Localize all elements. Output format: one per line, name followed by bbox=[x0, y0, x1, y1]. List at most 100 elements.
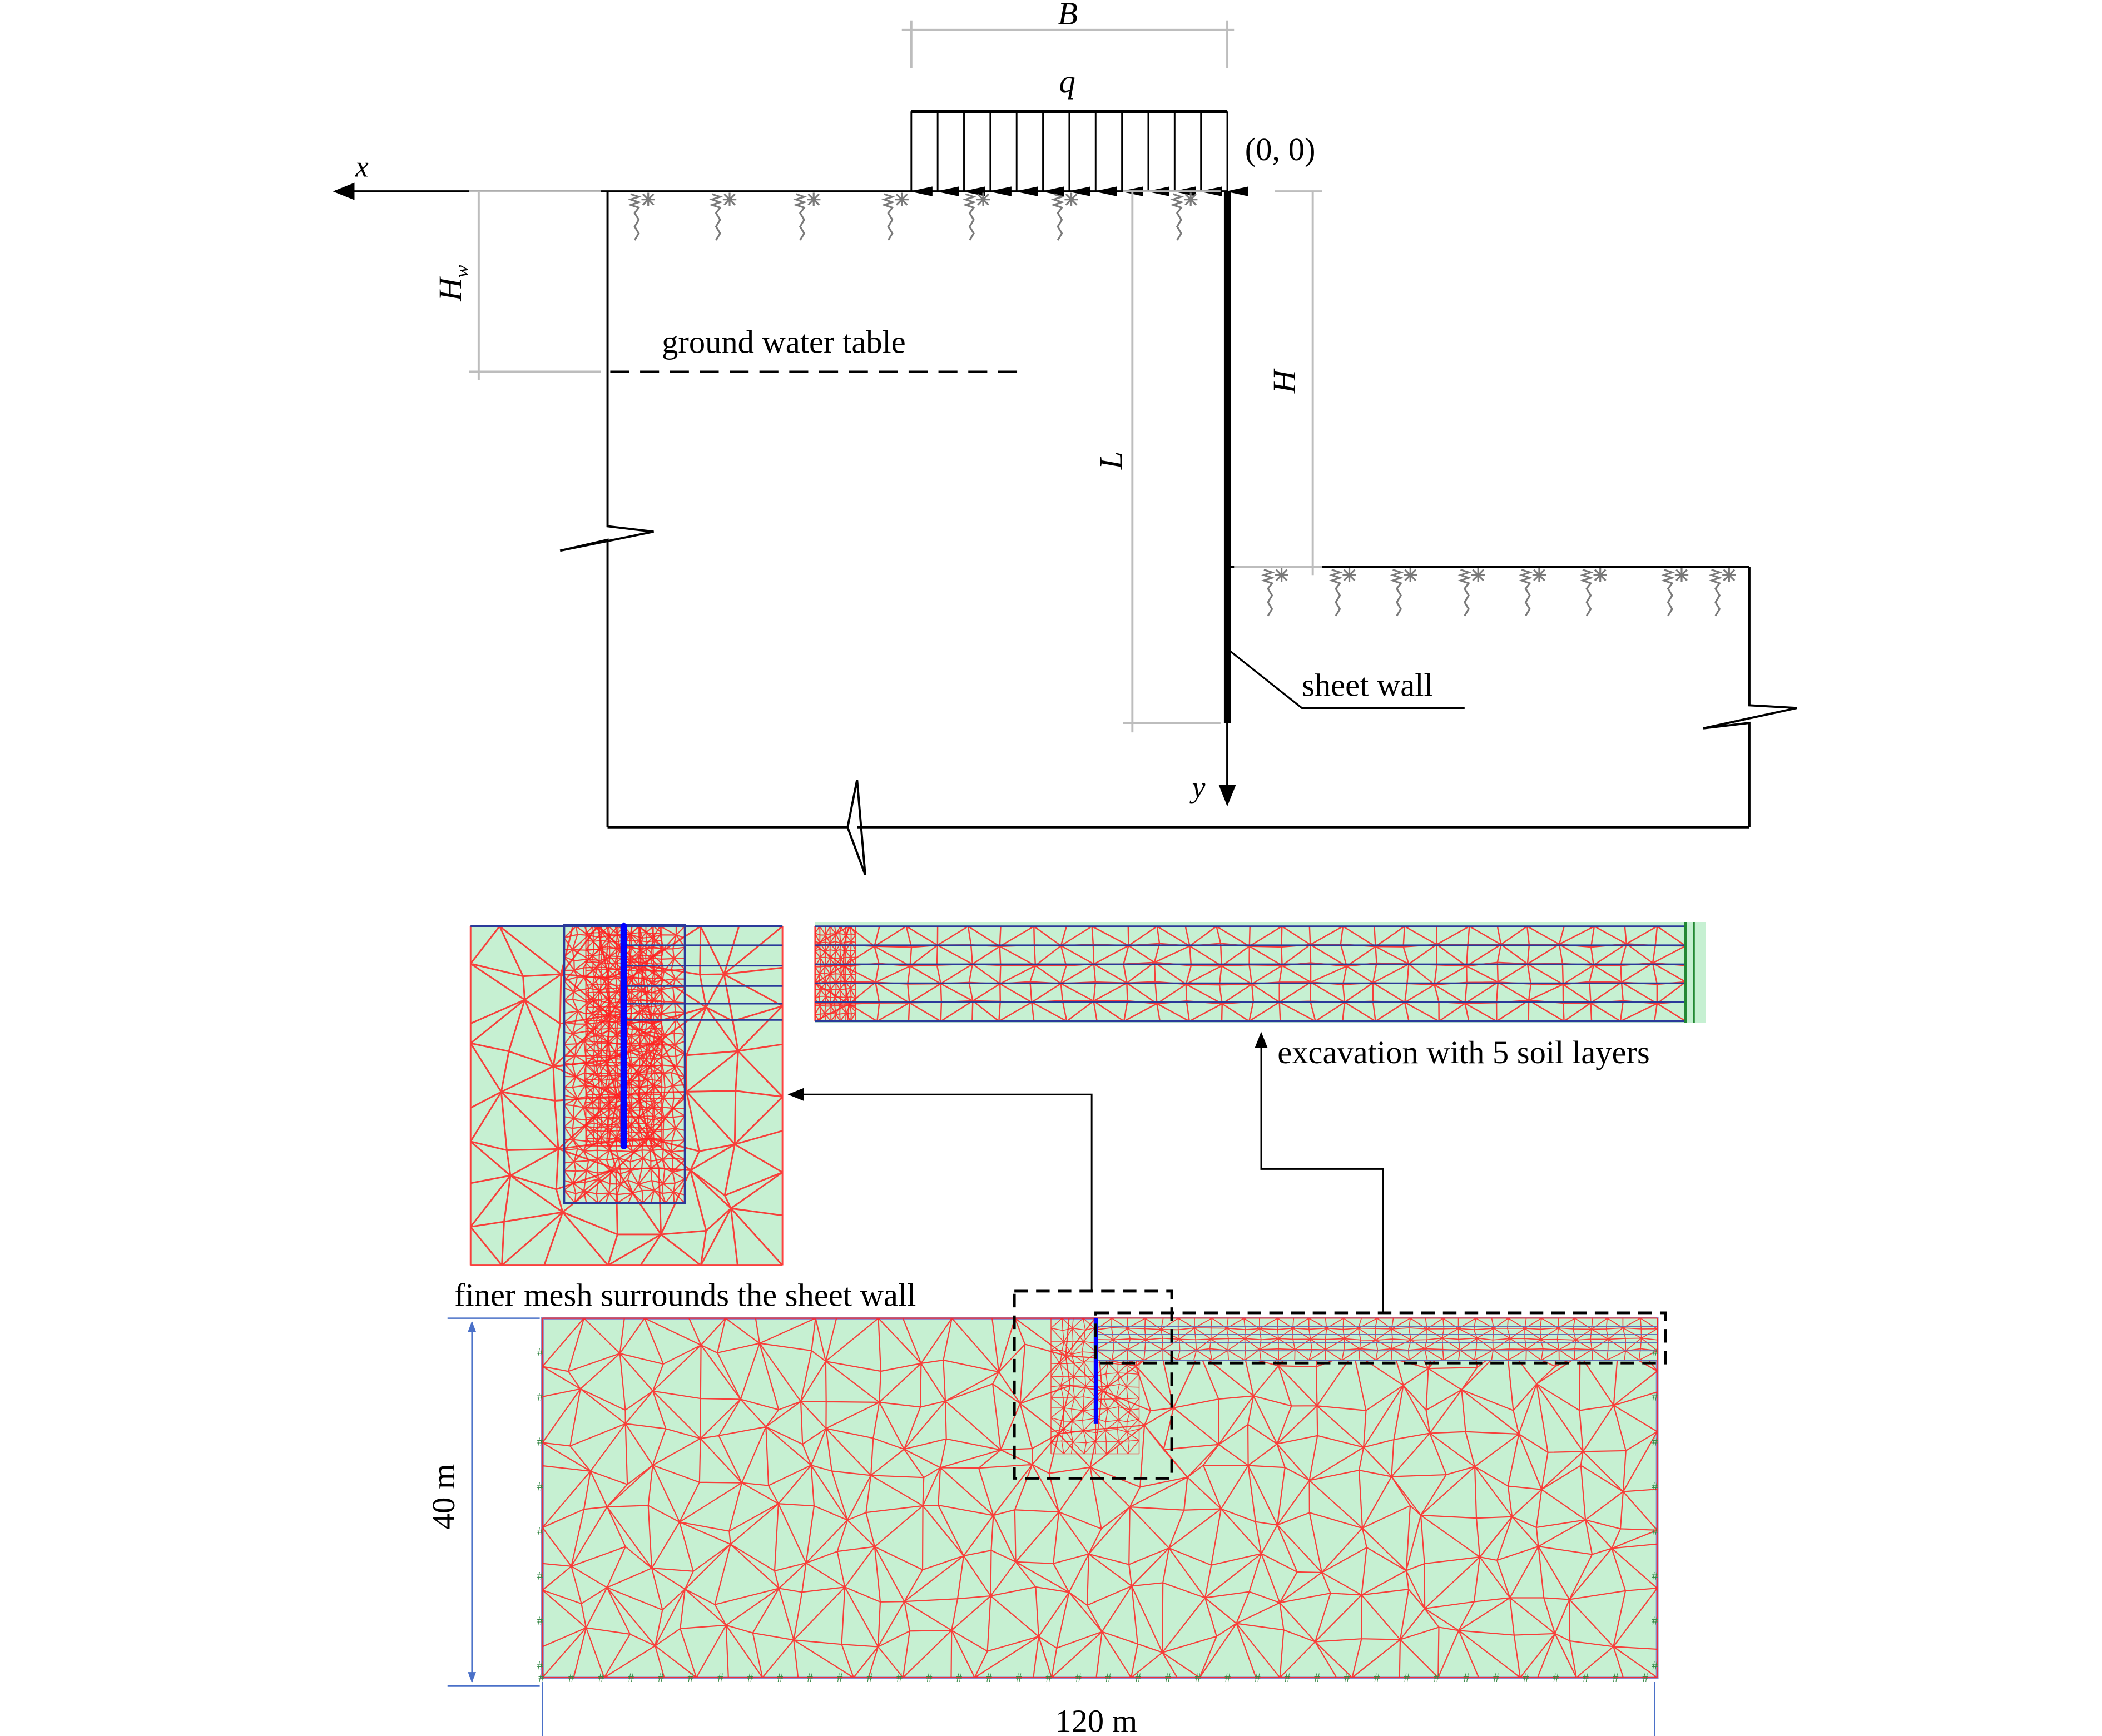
fixed-support-icon: # bbox=[628, 1670, 634, 1684]
fixed-support-icon: # bbox=[538, 1670, 544, 1684]
soil-spring-icon bbox=[1519, 568, 1546, 617]
fixed-support-icon: # bbox=[926, 1670, 933, 1684]
water-depth-dimension bbox=[469, 190, 601, 380]
roller-support-icon: # bbox=[537, 1569, 543, 1583]
fixed-support-icon: # bbox=[896, 1670, 903, 1684]
height-dimension bbox=[447, 1317, 540, 1687]
origin-label: (0, 0) bbox=[1245, 131, 1316, 167]
soil-spring-icon bbox=[1050, 192, 1078, 241]
soil-spring-icon bbox=[1328, 568, 1356, 617]
roller-support-icon: # bbox=[1652, 1390, 1658, 1403]
excavation-depth-label: H bbox=[1266, 368, 1302, 394]
load-width-label: B bbox=[1058, 0, 1078, 32]
left-boundary bbox=[559, 191, 654, 827]
roller-support-icon: # bbox=[537, 1479, 543, 1493]
soil-spring-icon bbox=[1261, 568, 1288, 617]
fixed-support-icon: # bbox=[568, 1670, 574, 1684]
roller-support-icon: # bbox=[1652, 1345, 1658, 1359]
fixed-support-icon: # bbox=[1105, 1670, 1112, 1684]
y-axis-label: y bbox=[1189, 771, 1206, 804]
soil-spring-icon bbox=[1390, 568, 1417, 617]
distributed-load bbox=[909, 110, 1249, 196]
roller-support-icon: # bbox=[1652, 1524, 1658, 1538]
roller-support-icon: # bbox=[1652, 1569, 1658, 1583]
soil-spring-icon bbox=[1661, 568, 1689, 617]
wall-length-label: L bbox=[1093, 451, 1129, 470]
fixed-support-icon: # bbox=[1314, 1670, 1320, 1684]
fixed-support-icon: # bbox=[1434, 1670, 1440, 1684]
fixed-support-icon: # bbox=[1195, 1670, 1201, 1684]
soil-spring-icon bbox=[627, 192, 655, 241]
load-label: q bbox=[1059, 63, 1075, 100]
fixed-support-icon: # bbox=[1344, 1670, 1350, 1684]
roller-support-icon: # bbox=[537, 1614, 543, 1628]
roller-support-icon: # bbox=[1652, 1435, 1658, 1449]
excavation-pointer bbox=[1255, 1031, 1384, 1313]
fixed-support-icon: # bbox=[1613, 1670, 1619, 1684]
fixed-support-icon: # bbox=[837, 1670, 843, 1684]
wall-leader-line bbox=[1229, 650, 1465, 709]
fixed-support-icon: # bbox=[1224, 1670, 1231, 1684]
soil-spring-icon bbox=[709, 192, 737, 241]
fixed-support-icon: # bbox=[866, 1670, 872, 1684]
excavation-label: excavation with 5 soil layers bbox=[1277, 1034, 1650, 1070]
fixed-support-icon: # bbox=[1284, 1670, 1290, 1684]
main-mesh bbox=[542, 1317, 1658, 1679]
excavation-depth-dimension bbox=[1234, 190, 1322, 576]
fixed-support-icon: # bbox=[747, 1670, 753, 1684]
fixed-support-icon: # bbox=[1255, 1670, 1261, 1684]
fixed-support-icon: # bbox=[1583, 1670, 1589, 1684]
schematic: x y (0, 0) q B Hw ground water table L H… bbox=[333, 0, 1797, 875]
fixed-support-icon: # bbox=[687, 1670, 693, 1684]
width-dimension bbox=[542, 1682, 1655, 1736]
roller-support-icon: # bbox=[537, 1345, 543, 1359]
fine-mesh-pointer bbox=[787, 1088, 1093, 1291]
fixed-support-icon: # bbox=[717, 1670, 723, 1684]
soil-spring-icon bbox=[1708, 568, 1736, 617]
soil-springs bbox=[627, 192, 1736, 617]
fine-mesh-inset bbox=[469, 922, 784, 1267]
fixed-support-icon: # bbox=[1075, 1670, 1082, 1684]
fixed-support-icon: # bbox=[1165, 1670, 1171, 1684]
fine-mesh-label: finer mesh surrounds the sheet wall bbox=[454, 1277, 916, 1313]
soil-spring-icon bbox=[1579, 568, 1607, 617]
water-depth-label: Hw bbox=[432, 265, 472, 301]
fine-mesh-highlight-box bbox=[1013, 1289, 1173, 1480]
fixed-support-icon: # bbox=[658, 1670, 664, 1684]
fixed-support-icon: # bbox=[1553, 1670, 1559, 1684]
roller-support-icon: # bbox=[1652, 1614, 1658, 1628]
fixed-support-icon: # bbox=[1493, 1670, 1499, 1684]
roller-support-icon: # bbox=[537, 1658, 543, 1672]
right-boundary bbox=[1703, 567, 1797, 827]
x-axis-label: x bbox=[355, 150, 369, 183]
fixed-support-icon: # bbox=[807, 1670, 813, 1684]
fixed-support-icon: # bbox=[1642, 1670, 1648, 1684]
full-mesh: # # # # # # # # # # # # # # # # # # # # # # # # # # # # # # # # # # # # # # # #… bbox=[537, 1289, 1667, 1684]
fixed-support-icon: # bbox=[1523, 1670, 1529, 1684]
wall-label: sheet wall bbox=[1302, 667, 1433, 703]
roller-support-icon: # bbox=[537, 1435, 543, 1449]
roller-support-icon: # bbox=[537, 1390, 543, 1403]
soil-spring-icon bbox=[1457, 568, 1485, 617]
roller-support-icon: # bbox=[1652, 1479, 1658, 1493]
main-excavation-mesh bbox=[1095, 1317, 1658, 1361]
excavation-inset bbox=[814, 922, 1706, 1023]
fixed-support-icon: # bbox=[1045, 1670, 1052, 1684]
roller-support-icon: # bbox=[537, 1524, 543, 1538]
fixed-support-icon: # bbox=[956, 1670, 962, 1684]
bottom-boundary bbox=[607, 780, 1749, 875]
water-table-label: ground water table bbox=[662, 324, 906, 360]
mesh-figure: excavation with 5 soil layers finer mesh… bbox=[425, 922, 1706, 1736]
soil-spring-icon bbox=[881, 192, 909, 241]
load-width-dimension bbox=[901, 20, 1235, 68]
fixed-support-icon: # bbox=[1016, 1670, 1022, 1684]
soil-spring-icon bbox=[963, 192, 990, 241]
soil-spring-icon bbox=[1170, 192, 1198, 241]
height-label: 40 m bbox=[425, 1464, 462, 1530]
excavation-highlight-box bbox=[1094, 1311, 1667, 1365]
width-label: 120 m bbox=[1055, 1703, 1137, 1736]
fixed-support-icon: # bbox=[1374, 1670, 1380, 1684]
fixed-support-icon: # bbox=[598, 1670, 604, 1684]
fixed-support-icon: # bbox=[777, 1670, 783, 1684]
